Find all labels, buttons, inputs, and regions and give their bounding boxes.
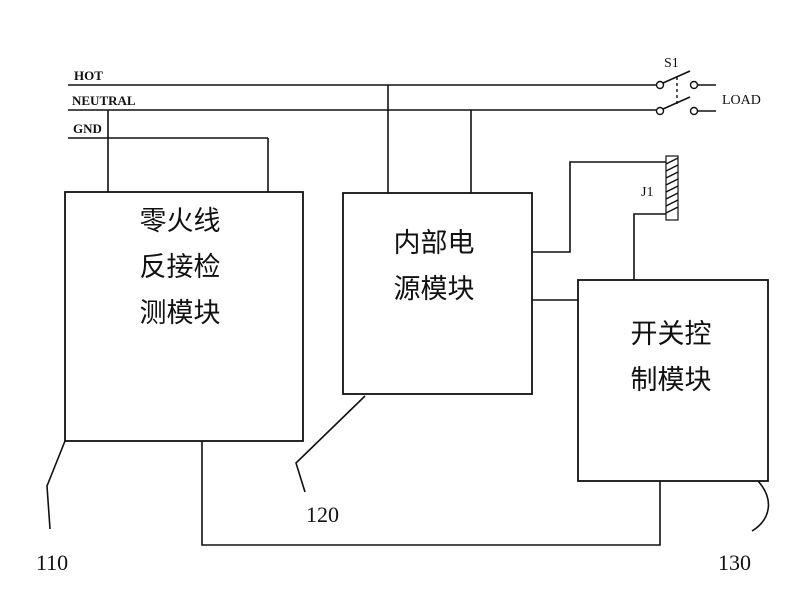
j1-to-m3-wire (633, 213, 666, 280)
neutral-label: NEUTRAL (72, 93, 136, 108)
gnd-label: GND (73, 121, 102, 136)
ref-130: 130 (718, 550, 751, 575)
leader-130 (751, 480, 770, 532)
module-120-line-2: 源模块 (394, 274, 475, 305)
module-130-box (577, 279, 769, 482)
module-120-box (342, 192, 533, 395)
ref-110: 110 (36, 550, 68, 575)
ref-120: 120 (306, 502, 339, 527)
hot-label: HOT (74, 68, 103, 83)
module-110-line-3: 测模块 (140, 298, 221, 329)
module-110-line-2: 反接检 (140, 252, 221, 283)
module-120-line-1: 内部电 (394, 228, 475, 259)
m1-to-m3-wire (201, 441, 661, 546)
module-130-line-2: 制模块 (631, 365, 712, 396)
switch-label: S1 (664, 56, 679, 71)
module-110-box (64, 191, 304, 442)
leader-120 (295, 395, 366, 493)
switch-s1 (655, 70, 716, 116)
leader-110 (46, 440, 66, 530)
connector-j1 (665, 155, 679, 221)
load-label: LOAD (722, 93, 761, 108)
connector-label: J1 (641, 185, 653, 200)
module-130-line-1: 开关控 (631, 319, 712, 350)
m2-to-j1-wire (532, 161, 666, 253)
module-110-line-1: 零火线 (140, 206, 221, 237)
